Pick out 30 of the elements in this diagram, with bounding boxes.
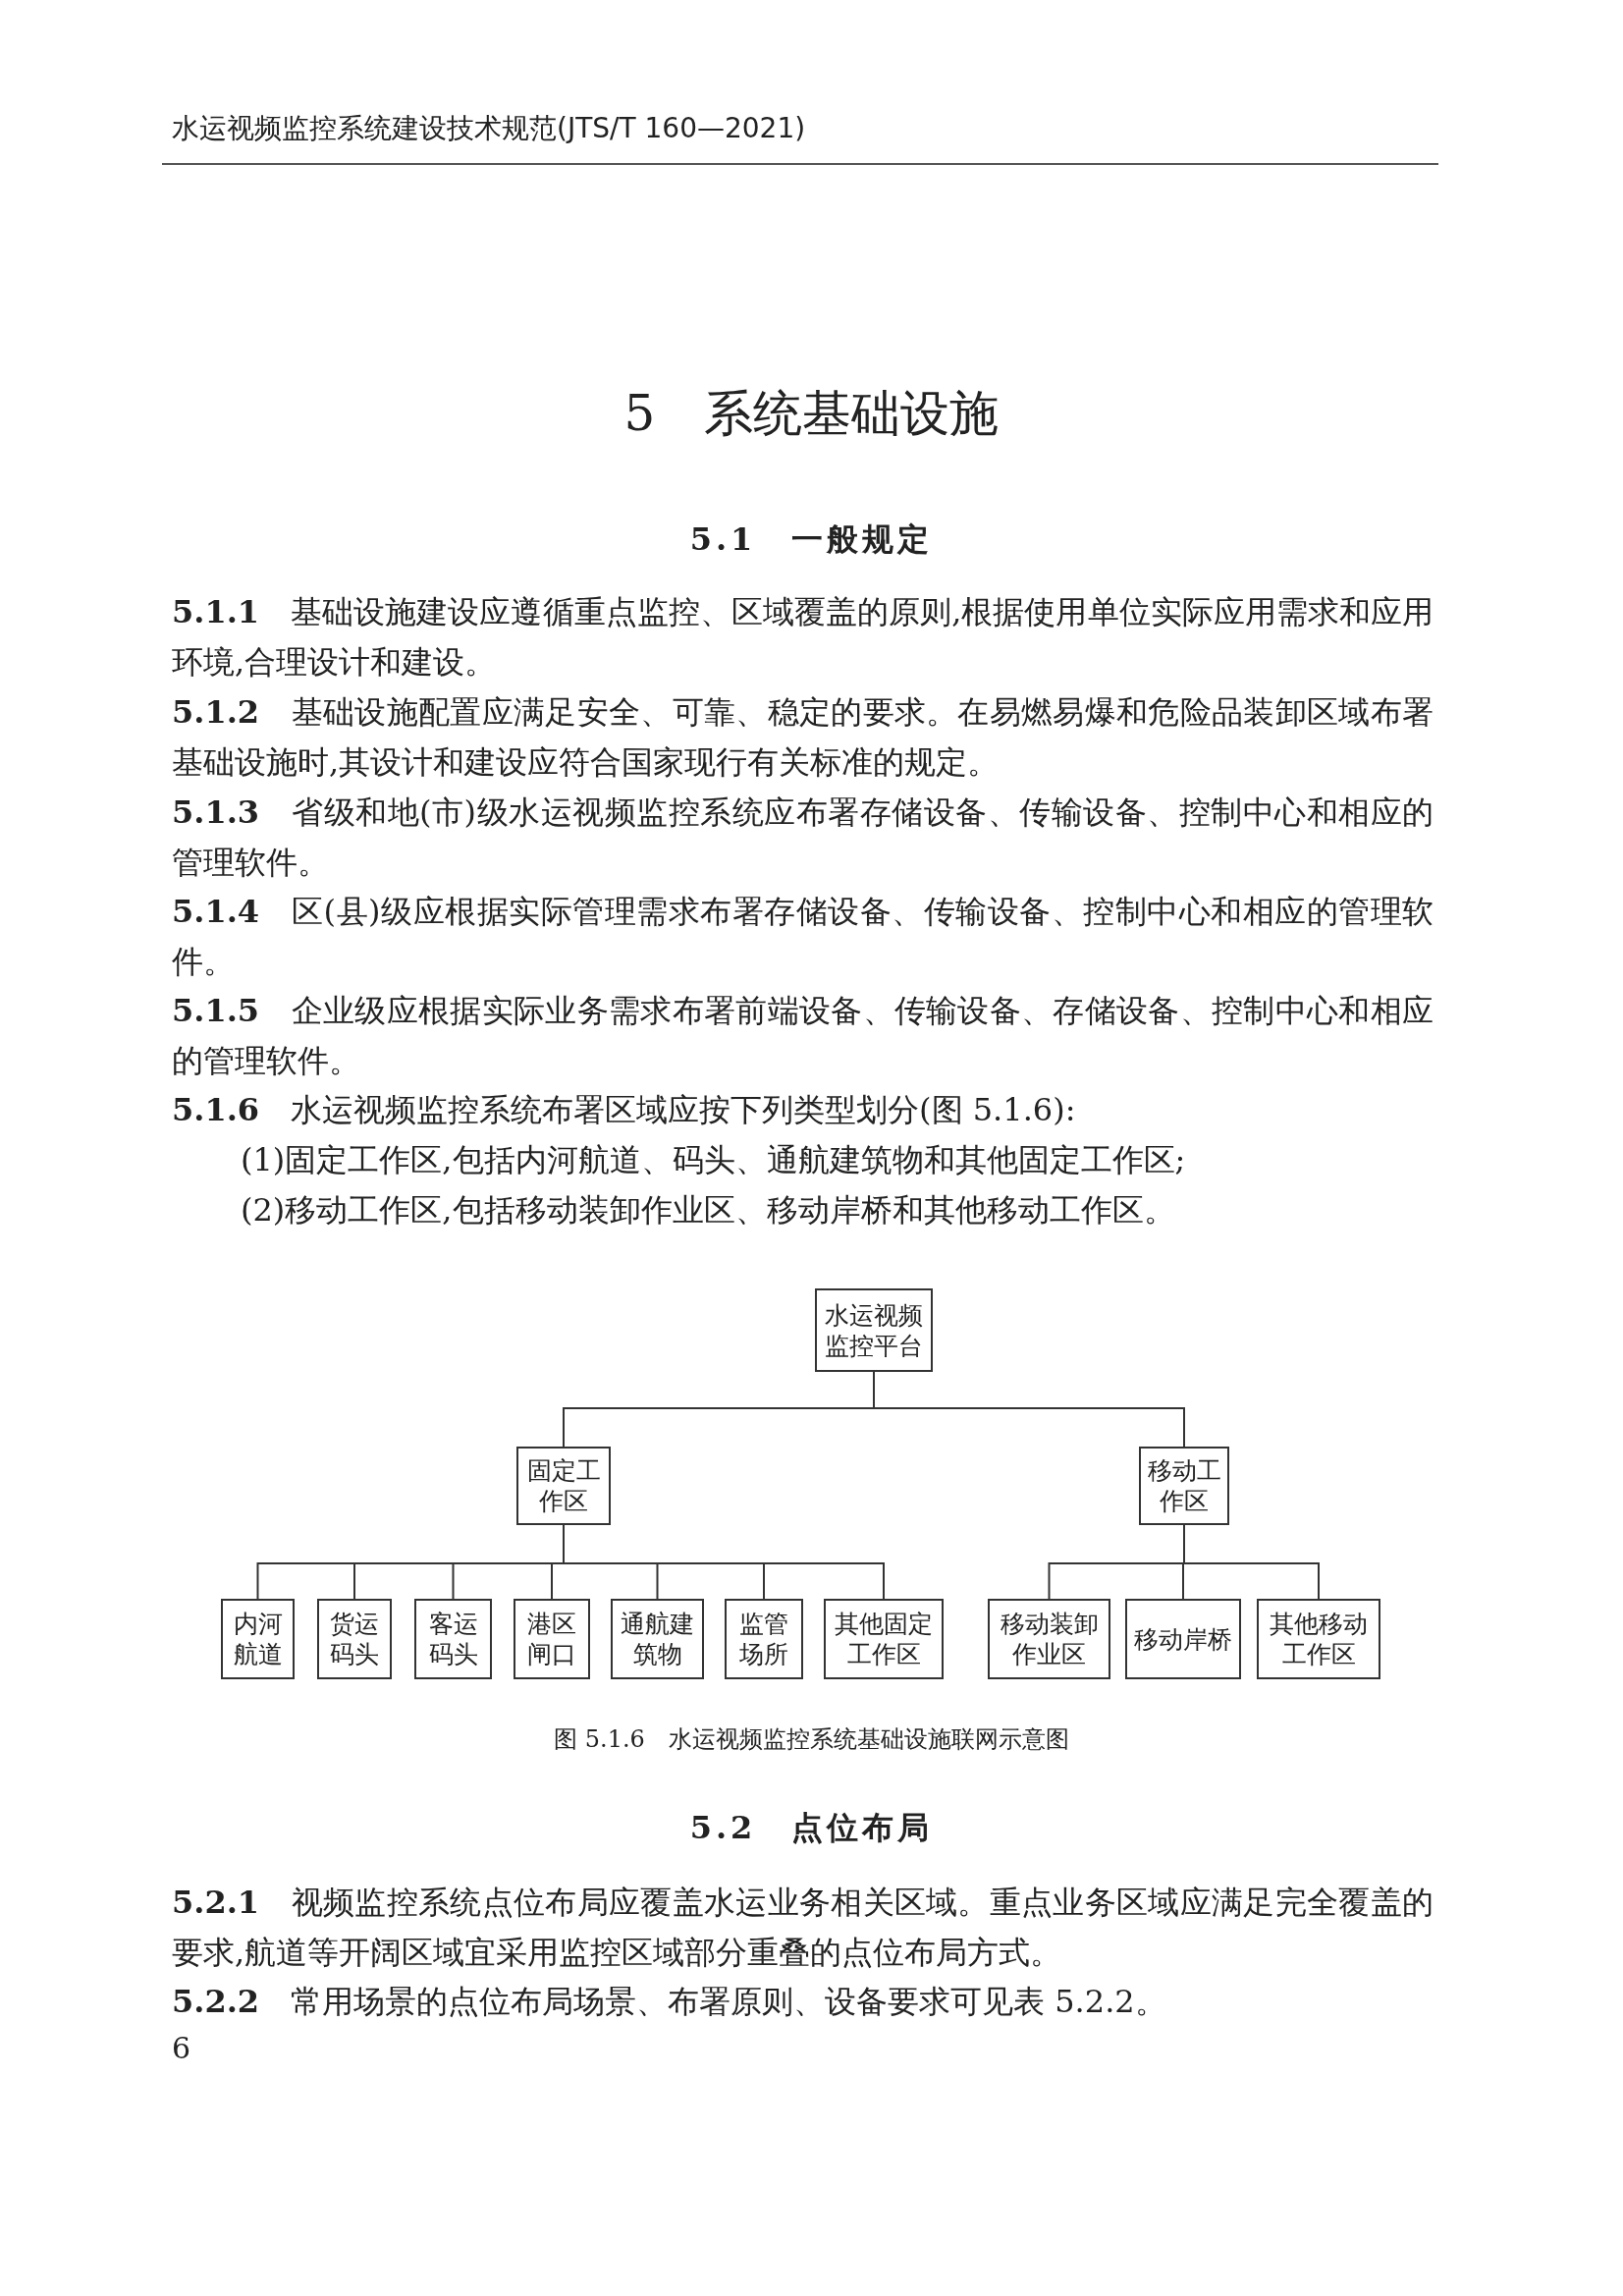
category-box: 其他移动工作区 <box>1257 1599 1380 1679</box>
connector-line <box>1183 1524 1320 1600</box>
category-box: 内河航道 <box>221 1599 295 1679</box>
category-box: 客运码头 <box>414 1599 492 1679</box>
category-box: 移动岸桥 <box>1125 1599 1241 1679</box>
clause-paragraph: 5.2.2 常用场景的点位布局场景、布署原则、设备要求可见表 5.2.2。 <box>172 1982 1167 2022</box>
clause-paragraph: 5.2.1 视频监控系统点位布局应覆盖水运业务相关区域。重点业务区域应满足完全覆盖的要求,航道等开阔区域宜采用监控区域部分重叠的点位布局方式。 <box>172 1883 1434 1973</box>
clause-paragraph: 5.1.2 基础设施配置应满足安全、可靠、稳定的要求。在易燃易爆和危险品装卸区域布署基础设施时,其设计和建设应符合国家现行有关标准的规定。 <box>172 692 1434 783</box>
category-box: 监管场所 <box>725 1599 803 1679</box>
page-number: 6 <box>172 2031 191 2065</box>
figure-caption: 图 5.1.6 水运视频监控系统基础设施联网示意图 <box>553 1724 1070 1755</box>
clause-paragraph: 5.1.4 区(县)级应根据实际管理需求布署存储设备、传输设备、控制中心和相应的管理软件。 <box>172 892 1434 982</box>
category-box: 港区闸口 <box>514 1599 590 1679</box>
section-heading: 5.1 一般规定 <box>688 519 935 560</box>
clause-paragraph: 5.1.5 企业级应根据实际业务需求布署前端设备、传输设备、存储设备、控制中心和相应的管理软件。 <box>172 991 1434 1081</box>
running-header: 水运视频监控系统建设技术规范(JTS/T 160—2021) <box>172 111 806 146</box>
category-box: 水运视频监控平台 <box>815 1288 933 1372</box>
category-box: 移动工作区 <box>1139 1447 1229 1525</box>
category-box: 移动装卸作业区 <box>988 1599 1110 1679</box>
category-box: 固定工作区 <box>516 1447 611 1525</box>
clause-paragraph: 5.1.3 省级和地(市)级水运视频监控系统应布署存储设备、传输设备、控制中心和相应的管理软件。 <box>172 793 1434 883</box>
list-item: (1)固定工作区,包括内河航道、码头、通航建筑物和其他固定工作区; <box>241 1140 1187 1180</box>
clause-paragraph: 5.1.6 水运视频监控系统布署区域应按下列类型划分(图 5.1.6): <box>172 1090 1077 1130</box>
category-box: 通航建筑物 <box>611 1599 704 1679</box>
section-heading: 5.2 点位布局 <box>688 1808 935 1848</box>
category-box: 货运码头 <box>317 1599 392 1679</box>
list-item: (2)移动工作区,包括移动装卸作业区、移动岸桥和其他移动工作区。 <box>241 1190 1176 1230</box>
chapter-title: 5 系统基础设施 <box>622 384 1001 444</box>
category-box: 其他固定工作区 <box>824 1599 944 1679</box>
clause-paragraph: 5.1.1 基础设施建设应遵循重点监控、区域覆盖的原则,根据使用单位实际应用需求和应用环境,合理设计和建设。 <box>172 592 1434 683</box>
